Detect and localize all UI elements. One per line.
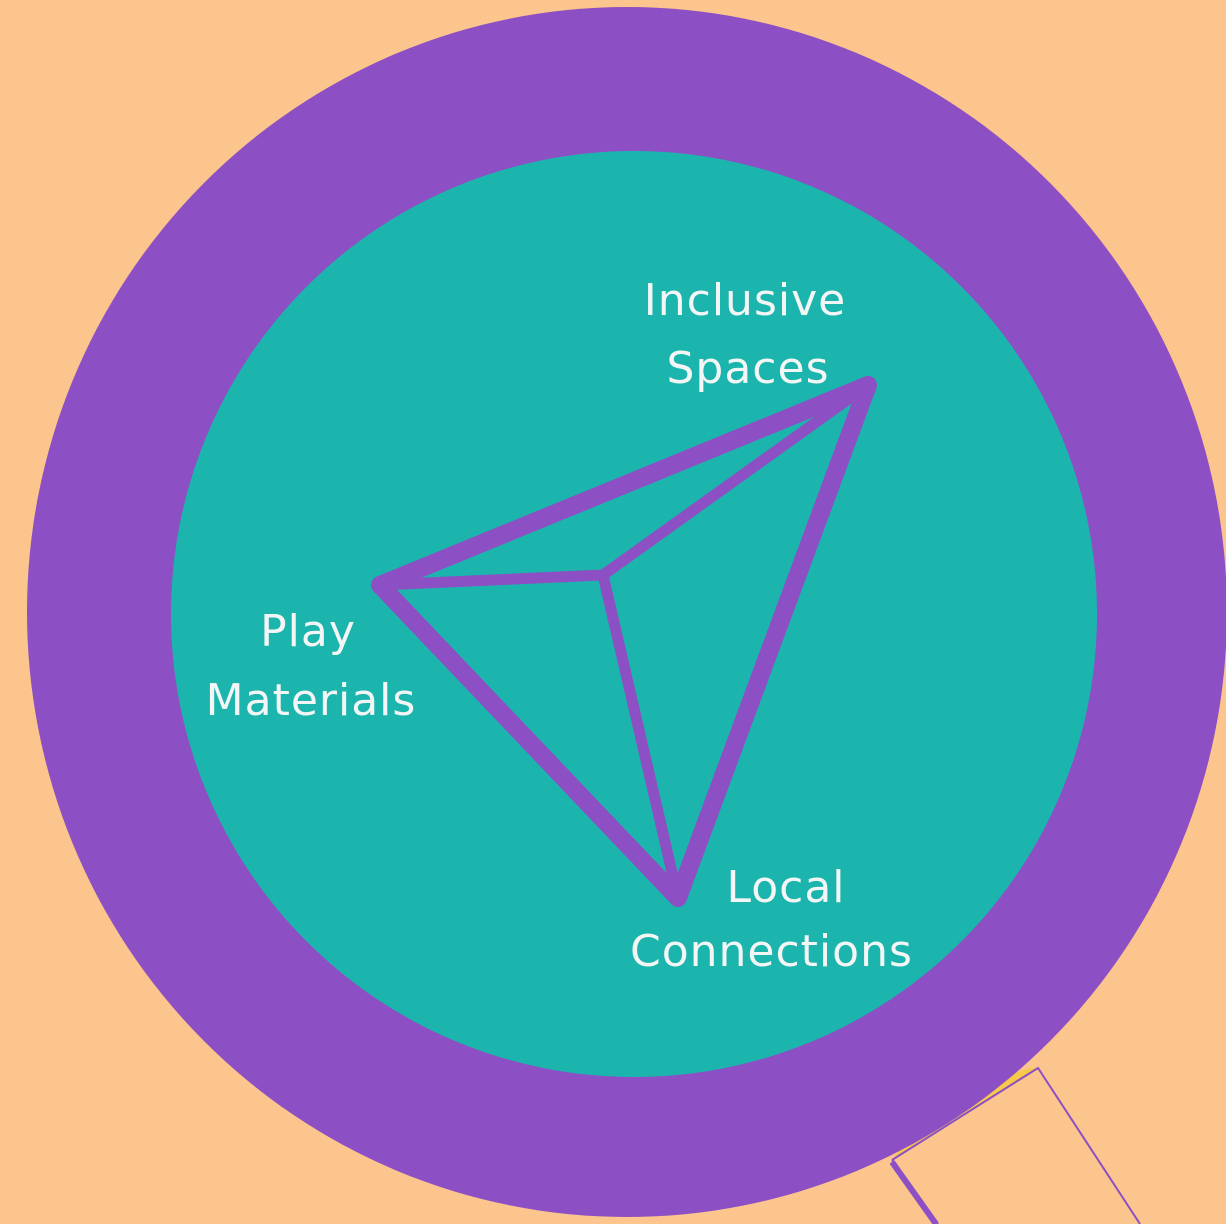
magnifying-glass-icon	[27, 7, 1226, 1224]
label-inclusive-spaces-line1: Inclusive	[644, 275, 846, 326]
pyramid-inner-edges	[374, 379, 874, 904]
label-local-connections: Local Connections	[630, 862, 913, 977]
handle-outline-thick	[889, 1160, 939, 1224]
label-local-connections-line2: Connections	[630, 926, 913, 977]
label-inclusive-spaces: Inclusive Spaces	[644, 275, 846, 394]
label-play-materials-line1: Play	[260, 606, 356, 657]
label-play-materials-line2: Materials	[206, 675, 417, 726]
pyramid-diagram	[371, 376, 877, 907]
label-inclusive-spaces-line2: Spaces	[666, 343, 829, 394]
pyramid-outline	[371, 376, 877, 907]
label-play-materials: Play Materials	[206, 606, 417, 726]
label-local-connections-line1: Local	[726, 862, 845, 913]
